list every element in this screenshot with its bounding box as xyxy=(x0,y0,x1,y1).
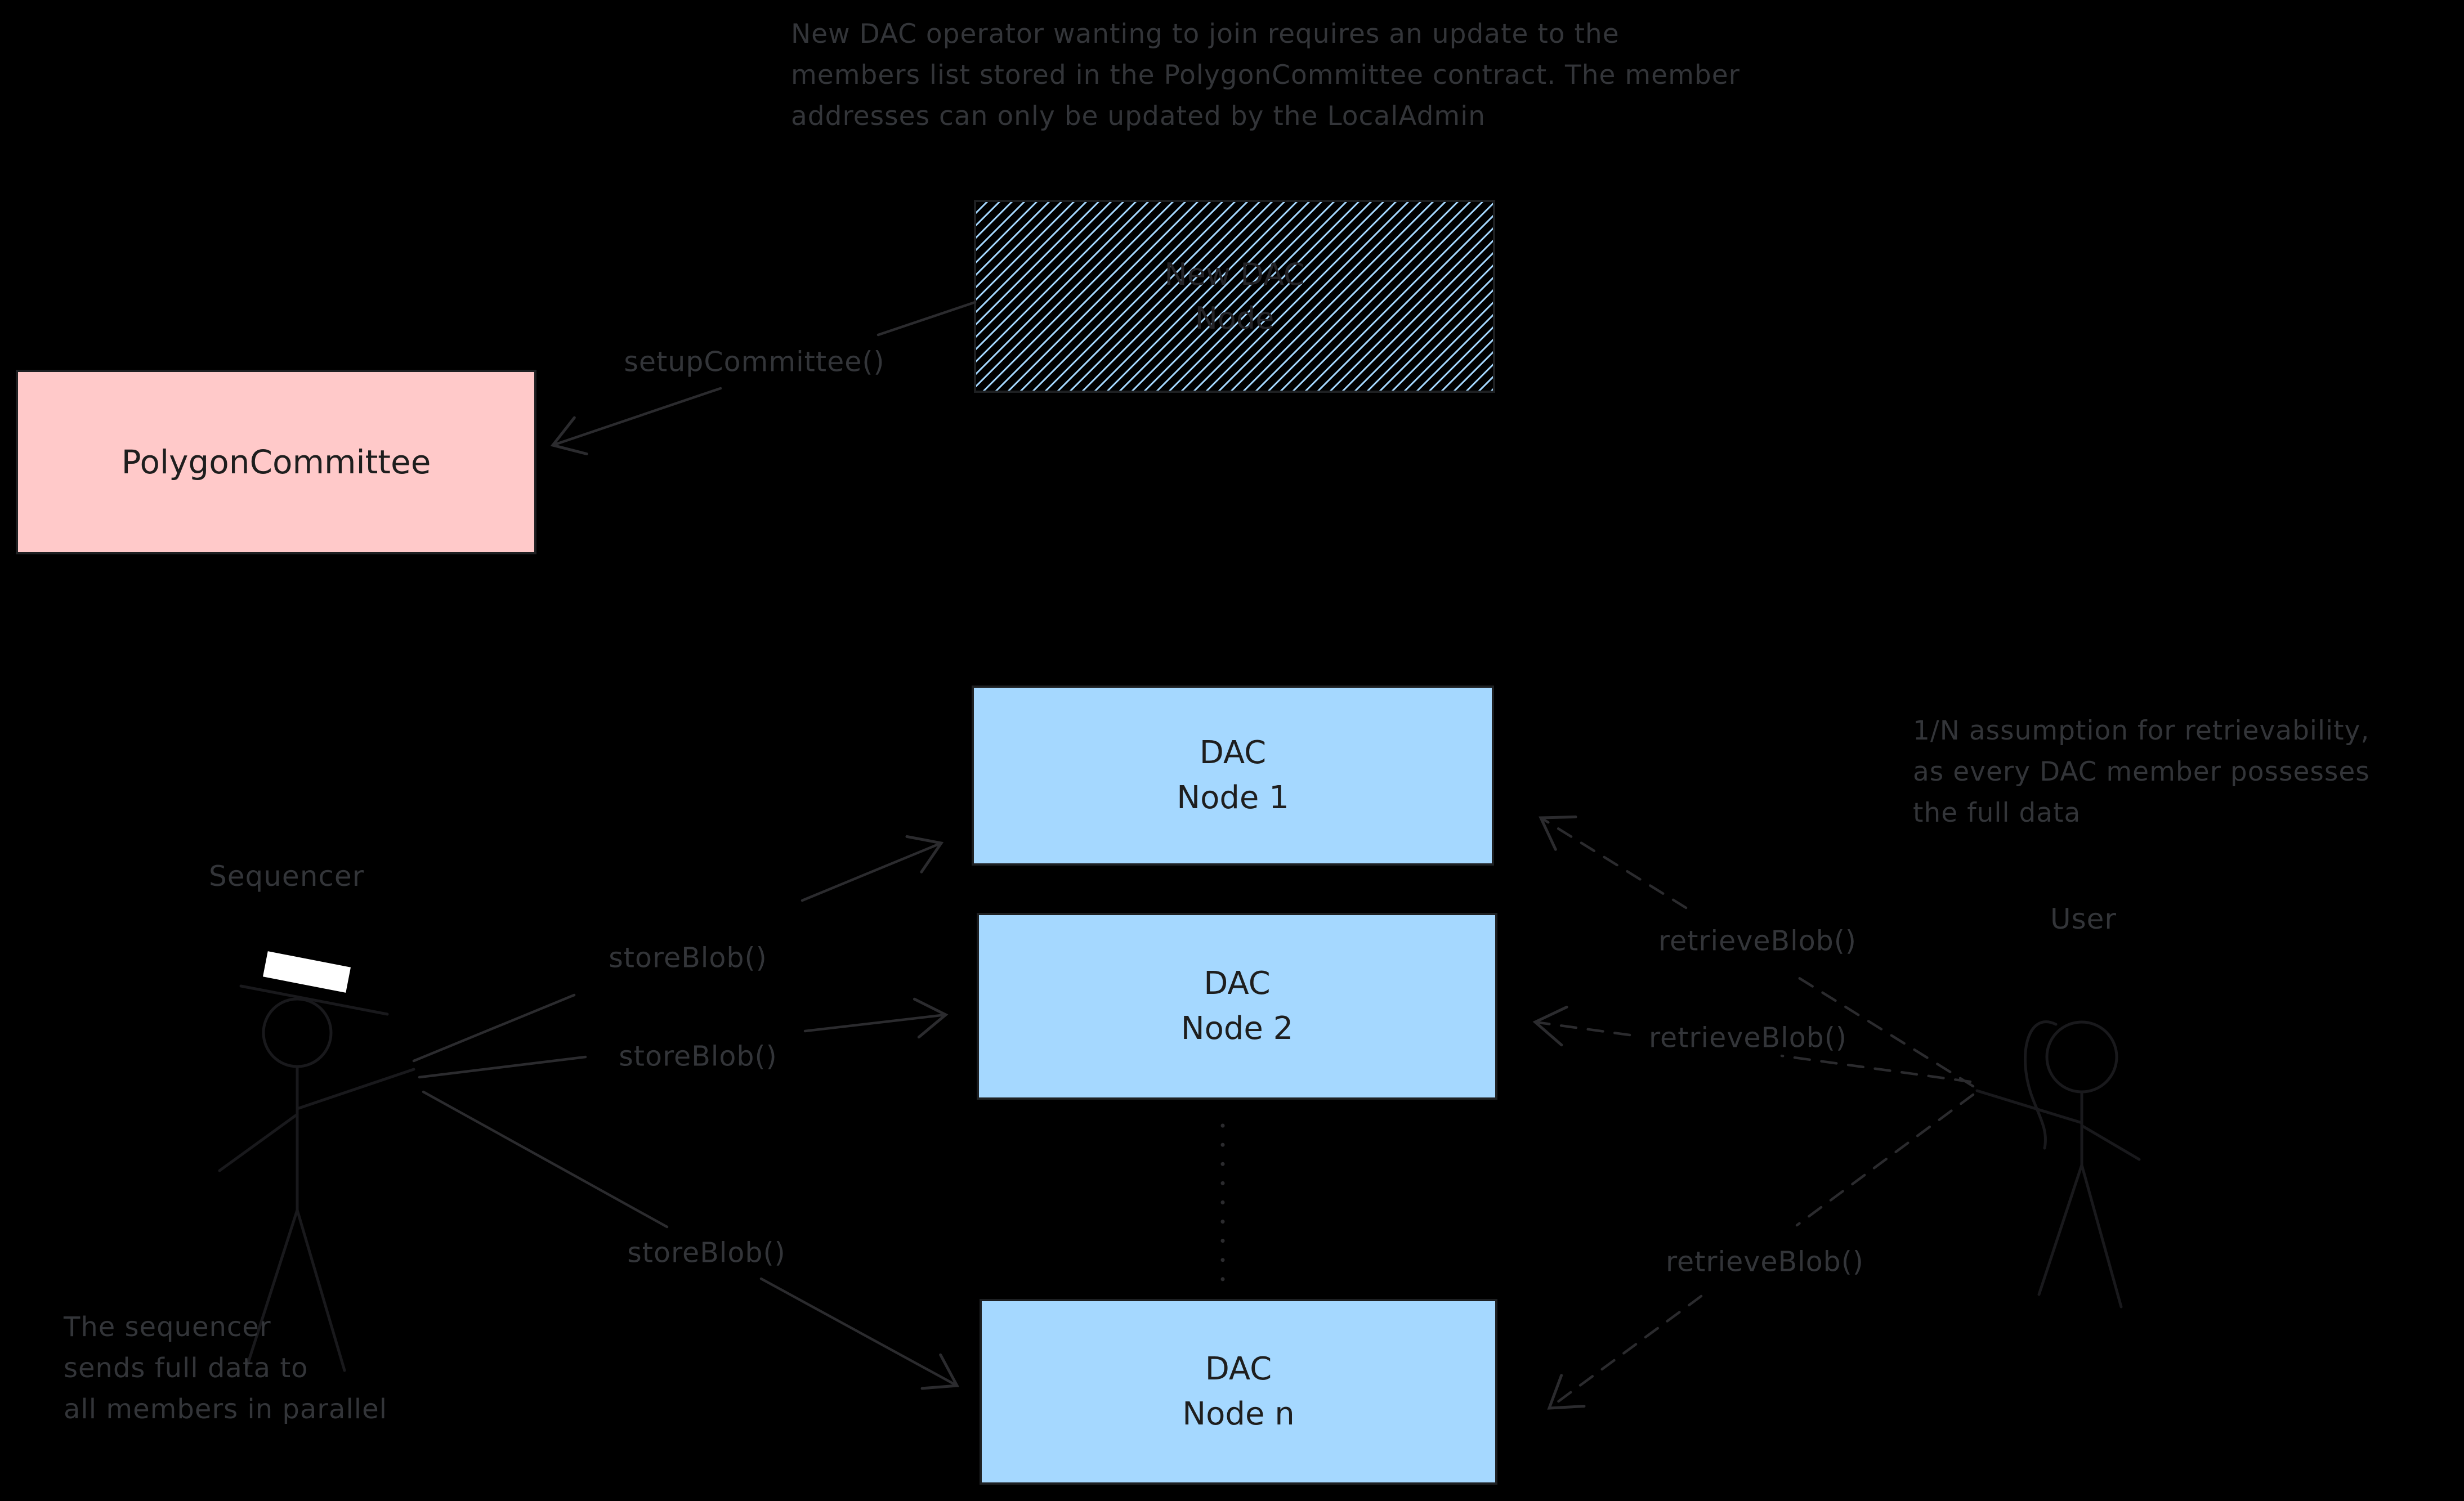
polygon-committee-label: PolygonCommittee xyxy=(121,443,431,481)
note-retrievability-line-3: the full data xyxy=(1913,797,2081,828)
retrieve-blob-arrow-1 xyxy=(1539,816,1975,1088)
sequencer-hat-brim xyxy=(239,984,389,1016)
new-dac-node-label: New DAC Node xyxy=(975,201,1494,392)
setup-committee-label: setupCommittee() xyxy=(624,346,885,378)
retrieve-blob-label-n: retrieveBlob() xyxy=(1665,1245,1864,1278)
note-retrievability-line-2: as every DAC member possesses xyxy=(1913,756,2370,787)
store-blob-label-2: storeBlob() xyxy=(619,1040,777,1073)
dac-node-2-label-line-1: DAC xyxy=(1204,965,1271,1002)
store-blob-arrow-n xyxy=(422,1090,960,1390)
store-blob-arrow-2 xyxy=(418,997,949,1079)
note-top-line-1: New DAC operator wanting to join require… xyxy=(791,19,1620,50)
dac-node-1-label-line-1: DAC xyxy=(1199,734,1267,771)
setup-committee-arrow xyxy=(550,301,977,456)
note-top-line-2: members list stored in the PolygonCommit… xyxy=(791,60,1740,91)
new-dac-node-box xyxy=(974,200,1495,393)
note-parallel-line-1: The sequencer xyxy=(64,1311,271,1343)
sequencer-figure xyxy=(218,951,415,1372)
dac-node-1-box: DAC Node 1 xyxy=(972,685,1494,866)
retrieve-blob-label-2: retrieveBlob() xyxy=(1648,1021,1848,1054)
retrieve-blob-arrow-2 xyxy=(1532,1005,1972,1083)
dac-node-2-label-line-2: Node 2 xyxy=(1180,1010,1294,1047)
note-parallel: The sequencer sends full data to all mem… xyxy=(64,1307,387,1430)
sequencer-hat-icon xyxy=(262,951,351,993)
dac-node-n-label-line-1: DAC xyxy=(1205,1351,1272,1387)
dac-node-n-box: DAC Node n xyxy=(980,1299,1497,1485)
user-label: User xyxy=(2050,903,2117,935)
dac-node-2-box: DAC Node 2 xyxy=(977,913,1497,1100)
note-top-line-3: addresses can only be updated by the Loc… xyxy=(791,101,1486,132)
store-blob-arrow-1 xyxy=(412,835,944,1063)
new-dac-node-label-line-1: New DAC xyxy=(1164,256,1305,292)
note-top: New DAC operator wanting to join require… xyxy=(791,14,1740,137)
polygon-committee-box: PolygonCommittee xyxy=(16,370,536,554)
retrieve-blob-arrow-n xyxy=(1547,1093,1975,1410)
note-retrievability: 1/N assumption for retrievability, as ev… xyxy=(1913,710,2370,834)
retrieve-blob-label-1: retrieveBlob() xyxy=(1658,925,1857,957)
new-dac-node-label-line-2: Node xyxy=(1195,300,1275,336)
note-parallel-line-2: sends full data to xyxy=(64,1352,308,1384)
note-parallel-line-3: all members in parallel xyxy=(64,1394,387,1425)
note-retrievability-line-1: 1/N assumption for retrievability, xyxy=(1913,715,2370,746)
dac-node-n-label-line-2: Node n xyxy=(1182,1396,1295,1432)
sequencer-label: Sequencer xyxy=(209,860,365,893)
user-ponytail xyxy=(2024,1020,2058,1150)
store-blob-label-n: storeBlob() xyxy=(627,1236,786,1269)
store-blob-label-1: storeBlob() xyxy=(609,942,767,974)
user-figure xyxy=(1975,1020,2141,1309)
dac-node-1-label-line-2: Node 1 xyxy=(1177,779,1289,816)
